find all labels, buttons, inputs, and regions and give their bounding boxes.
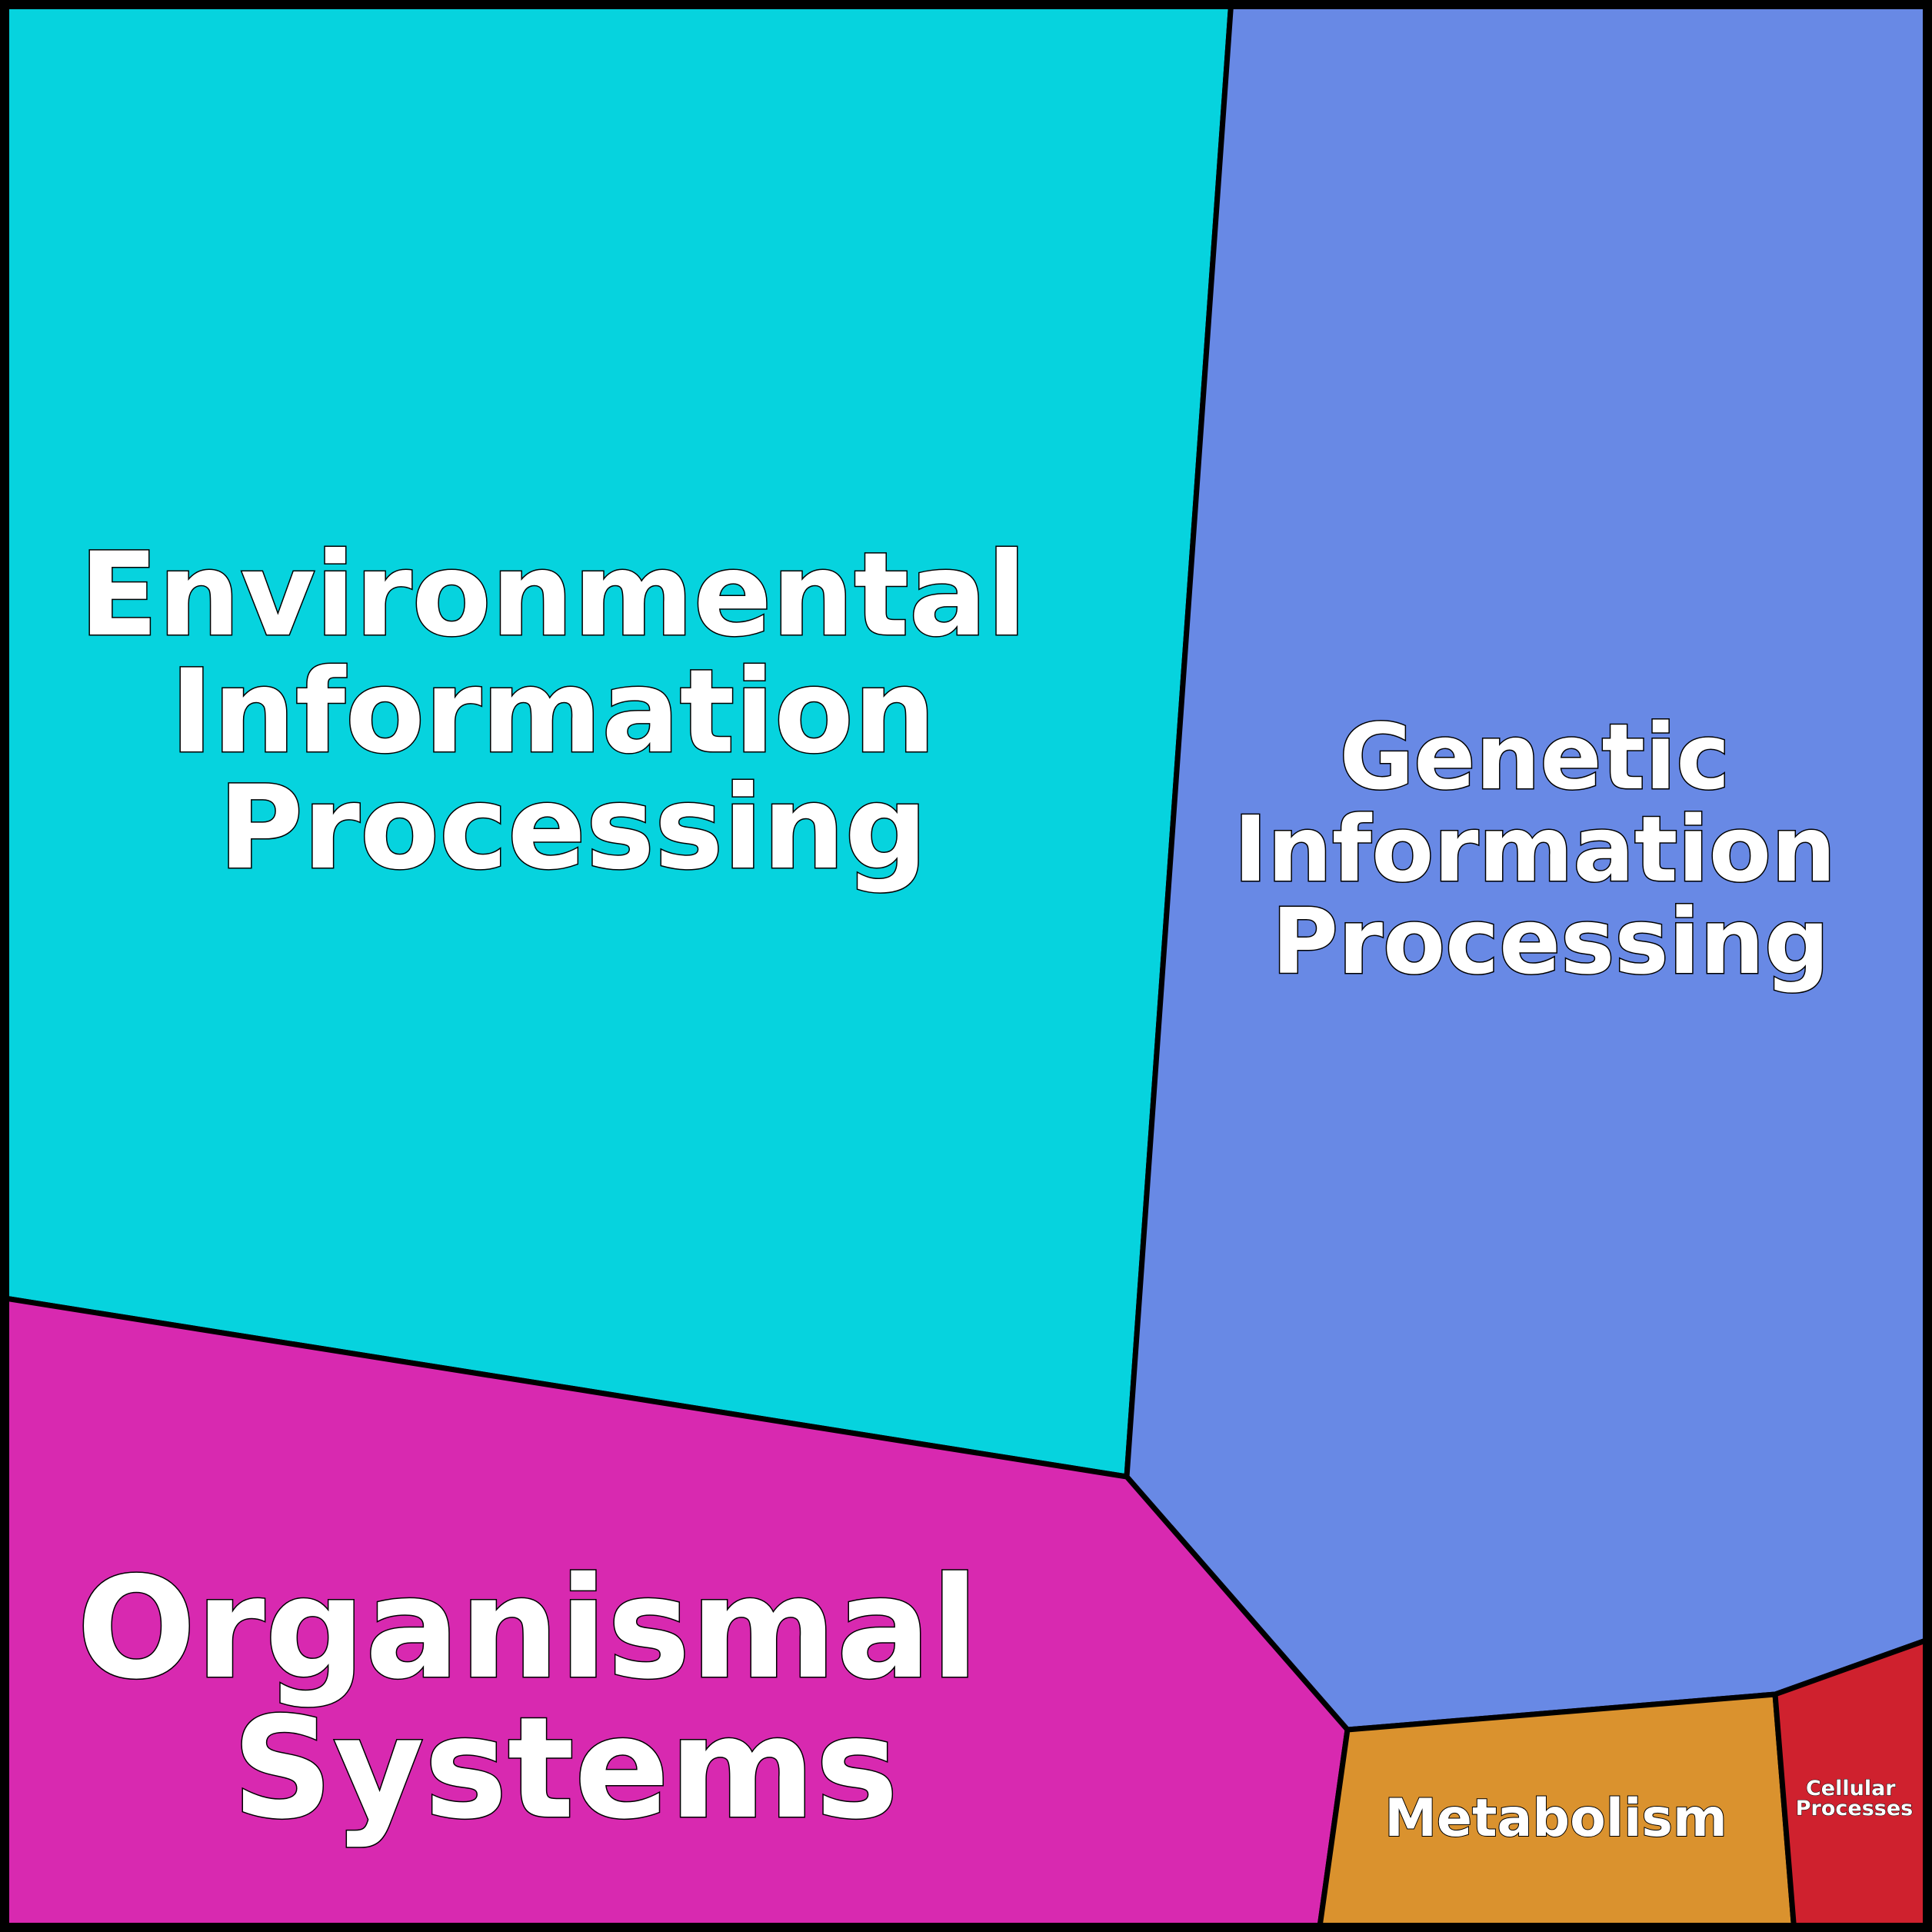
label-line: Processes bbox=[1796, 1797, 1914, 1820]
label-line: Systems bbox=[232, 1687, 898, 1850]
cell-metabolism[interactable]: Metabolism bbox=[1316, 1691, 1797, 1932]
label-line: Information bbox=[1234, 796, 1836, 902]
label-line: Organismal bbox=[77, 1547, 979, 1710]
cell-cellular-region bbox=[1772, 1635, 1932, 1932]
cell-environmental-label: Environmental Information Processing bbox=[79, 528, 1067, 895]
cell-genetic-label: Genetic Information Processing bbox=[1234, 704, 1867, 994]
cell-cellular-label: Cellular Processes bbox=[1796, 1777, 1914, 1820]
label-line: Information bbox=[170, 645, 935, 779]
cell-organismal-label: Organismal Systems bbox=[77, 1547, 1028, 1850]
label-line: Cellular bbox=[1806, 1777, 1896, 1800]
cell-organismal[interactable]: Organismal Systems bbox=[0, 1294, 1351, 1932]
cell-metabolism-label: Metabolism bbox=[1384, 1788, 1727, 1849]
label-line: Metabolism bbox=[1384, 1788, 1727, 1849]
label-line: Genetic bbox=[1340, 704, 1730, 810]
cell-environmental[interactable]: Environmental Information Processing bbox=[0, 0, 1234, 1480]
label-line: Processing bbox=[218, 761, 928, 895]
cell-genetic[interactable]: Genetic Information Processing bbox=[1124, 0, 1932, 1733]
cell-cellular[interactable]: Cellular Processes bbox=[1772, 1635, 1932, 1932]
label-line: Environmental bbox=[79, 528, 1026, 662]
cell-metabolism-region bbox=[1316, 1691, 1797, 1932]
label-line: Processing bbox=[1271, 888, 1829, 994]
